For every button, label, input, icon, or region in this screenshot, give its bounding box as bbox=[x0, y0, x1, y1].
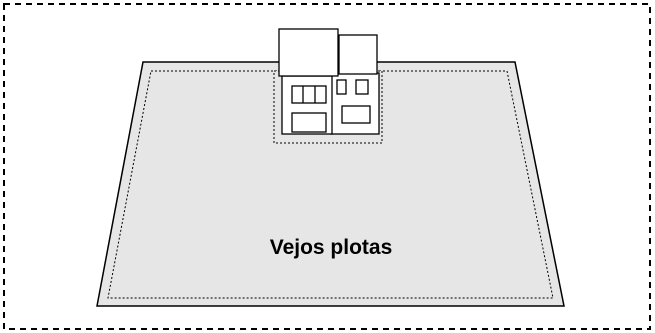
house-garage-door-left bbox=[291, 112, 327, 133]
house-window-small-1 bbox=[336, 79, 347, 95]
plot-setback-boundary bbox=[107, 70, 554, 299]
plot-area bbox=[96, 61, 565, 307]
house-right-roof bbox=[338, 34, 378, 75]
house-window-triple bbox=[291, 85, 327, 104]
house-window-small-2 bbox=[355, 79, 369, 95]
outer-dashed-frame bbox=[3, 3, 651, 330]
plot-label: Vejos plotas bbox=[270, 236, 393, 259]
house-icon bbox=[278, 28, 380, 135]
house-left-roof bbox=[278, 28, 339, 77]
house-door-right bbox=[341, 105, 371, 124]
